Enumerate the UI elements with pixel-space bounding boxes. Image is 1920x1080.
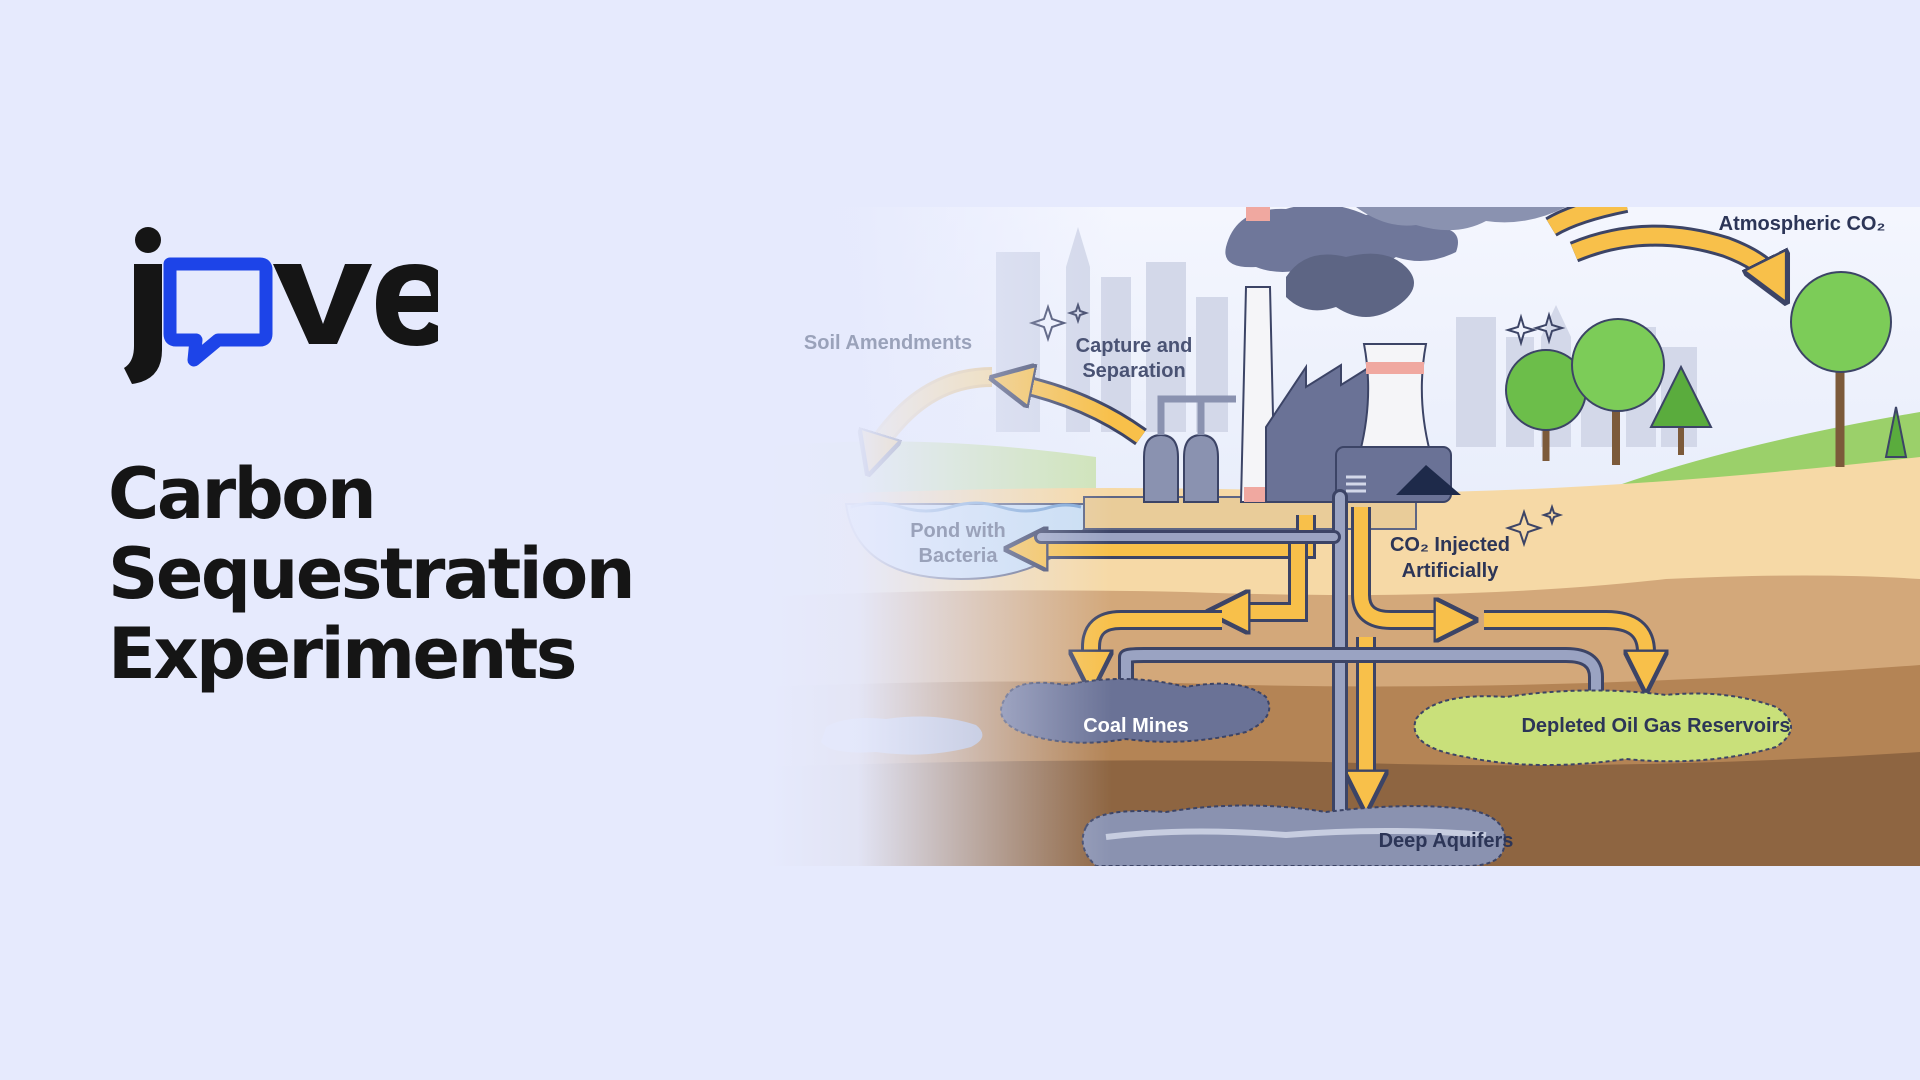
logo-e [376, 264, 453, 346]
diagram-labels: Atmospheric CO₂ Soil Amendments Capture … [804, 213, 1885, 852]
carbon-sequestration-diagram: Atmospheric CO₂ Soil Amendments Capture … [766, 207, 1920, 866]
label-pond-line1: Pond with [910, 520, 1006, 542]
label-pond-line2: Bacteria [919, 545, 999, 567]
title-line: Carbon [108, 453, 377, 535]
jove-logo[interactable] [118, 222, 453, 392]
label-atmospheric-co2: Atmospheric CO₂ [1719, 213, 1886, 235]
left-fade [766, 207, 1920, 866]
page-title: Carbon Sequestration Experiments [108, 453, 636, 695]
logo-j-dot [135, 227, 161, 253]
label-deep-aquifers: Deep Aquifers [1379, 830, 1514, 852]
label-capture-line2: Separation [1082, 360, 1185, 382]
logo-j-stem [124, 264, 162, 384]
logo-speech-bubble-icon [163, 257, 273, 367]
label-injected-line1: CO₂ Injected [1390, 534, 1510, 556]
label-soil-amendments: Soil Amendments [804, 332, 972, 354]
label-injected-line2: Artificially [1402, 560, 1500, 582]
logo-v [273, 264, 372, 344]
title-line: Sequestration [108, 533, 636, 615]
label-coal-mines: Coal Mines [1083, 715, 1189, 737]
title-line: Experiments [108, 613, 577, 695]
label-depleted-reservoirs: Depleted Oil Gas Reservoirs [1521, 715, 1790, 737]
label-capture-line1: Capture and [1076, 335, 1193, 357]
